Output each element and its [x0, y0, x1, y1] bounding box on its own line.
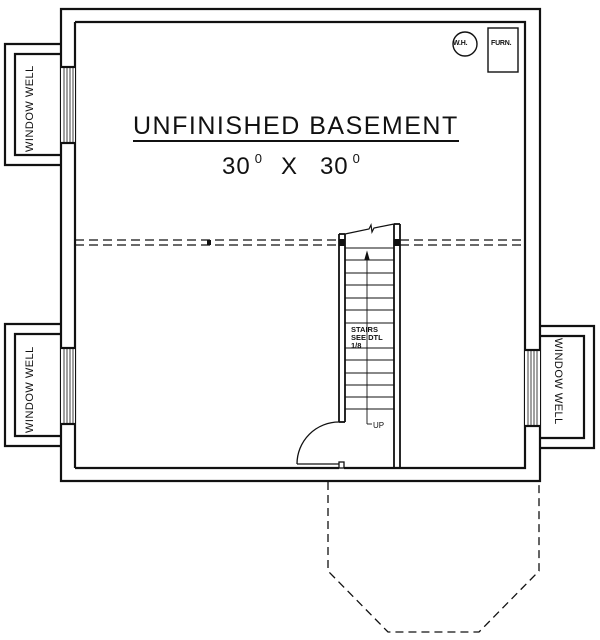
post-marker-stair-right: [394, 239, 400, 246]
room-title: UNFINISHED BASEMENT: [133, 112, 459, 142]
inner-wall: [75, 20, 527, 470]
bay-outline-dashed: [327, 482, 540, 633]
stairs-note-line2: SEE DTL: [351, 333, 383, 342]
window-well-right-lower: [540, 324, 596, 450]
post-marker-stair-left: [339, 239, 345, 246]
dimension-depth-inches: 0: [352, 151, 361, 166]
window-well-label-left-upper: WINDOW WELL: [24, 65, 36, 152]
dimension-depth: 30: [319, 153, 349, 180]
furnace-label: FURN.: [491, 40, 512, 47]
stairs-direction-label: UP: [373, 421, 385, 430]
post-marker: [207, 240, 211, 245]
door-swing: [296, 421, 345, 469]
window-right-lower: [525, 348, 540, 428]
dimension-width: 30: [222, 153, 251, 180]
dimension-separator: X: [280, 153, 298, 180]
window-left-lower: [61, 346, 75, 426]
stair-treads: [345, 247, 394, 410]
stairs-note-line3: 1/8: [351, 341, 362, 350]
window-well-label-right-lower: WINDOW WELL: [552, 338, 564, 425]
dimension-width-inches: 0: [254, 151, 263, 166]
water-heater-symbol: [452, 31, 478, 57]
stairs-note: STAIRS SEE DTL 1/8: [351, 326, 383, 350]
beam-line: [75, 239, 525, 246]
window-well-left-lower: [3, 322, 61, 448]
furnace-symbol: [487, 27, 519, 73]
window-well-label-left-lower: WINDOW WELL: [24, 346, 36, 433]
window-left-upper: [61, 65, 75, 145]
stairs-note-line1: STAIRS: [351, 325, 378, 334]
window-well-left-upper: [3, 42, 61, 167]
water-heater-label: W.H.: [453, 40, 468, 47]
stair-walls: [338, 223, 401, 468]
stair-up-arrow: [364, 250, 372, 425]
